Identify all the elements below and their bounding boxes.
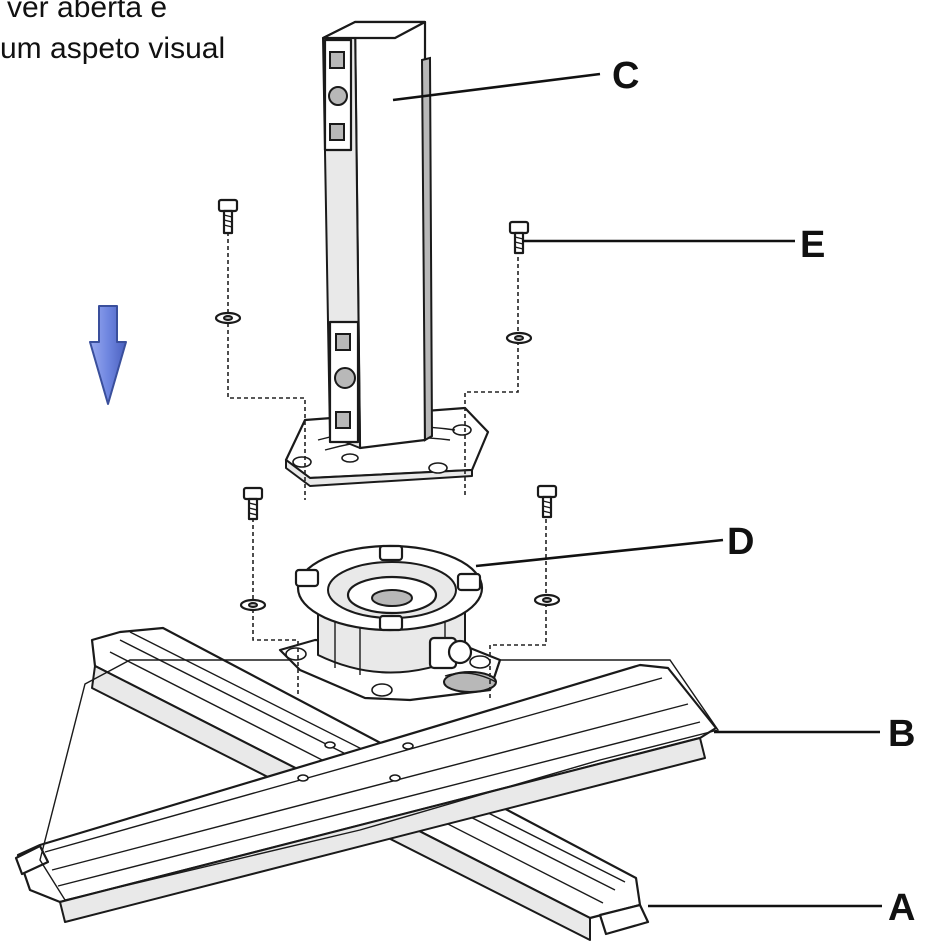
callout-label-a: A <box>888 887 915 929</box>
cross-rail-assembly <box>14 626 720 941</box>
screw-lower-left <box>239 486 267 612</box>
callout-d: D <box>475 521 754 568</box>
arrow-down-icon <box>89 305 127 405</box>
screw-upper-left <box>214 198 242 325</box>
screw-upper-right <box>505 220 533 345</box>
callout-label-d: D <box>727 521 754 563</box>
swivel-adapter <box>278 544 502 702</box>
caption-line-2: um aspeto visual <box>0 32 225 65</box>
callout-e: E <box>522 224 825 266</box>
screw-lower-right <box>533 484 561 607</box>
callout-a: A <box>648 887 915 929</box>
callout-label-b: B <box>888 713 915 755</box>
callout-label-c: C <box>612 55 639 97</box>
callout-label-e: E <box>800 224 825 266</box>
callout-b: B <box>714 713 915 755</box>
callout-c: C <box>392 55 639 102</box>
extension-column <box>284 20 490 487</box>
caption-line-1: ver aberta e <box>7 0 167 24</box>
